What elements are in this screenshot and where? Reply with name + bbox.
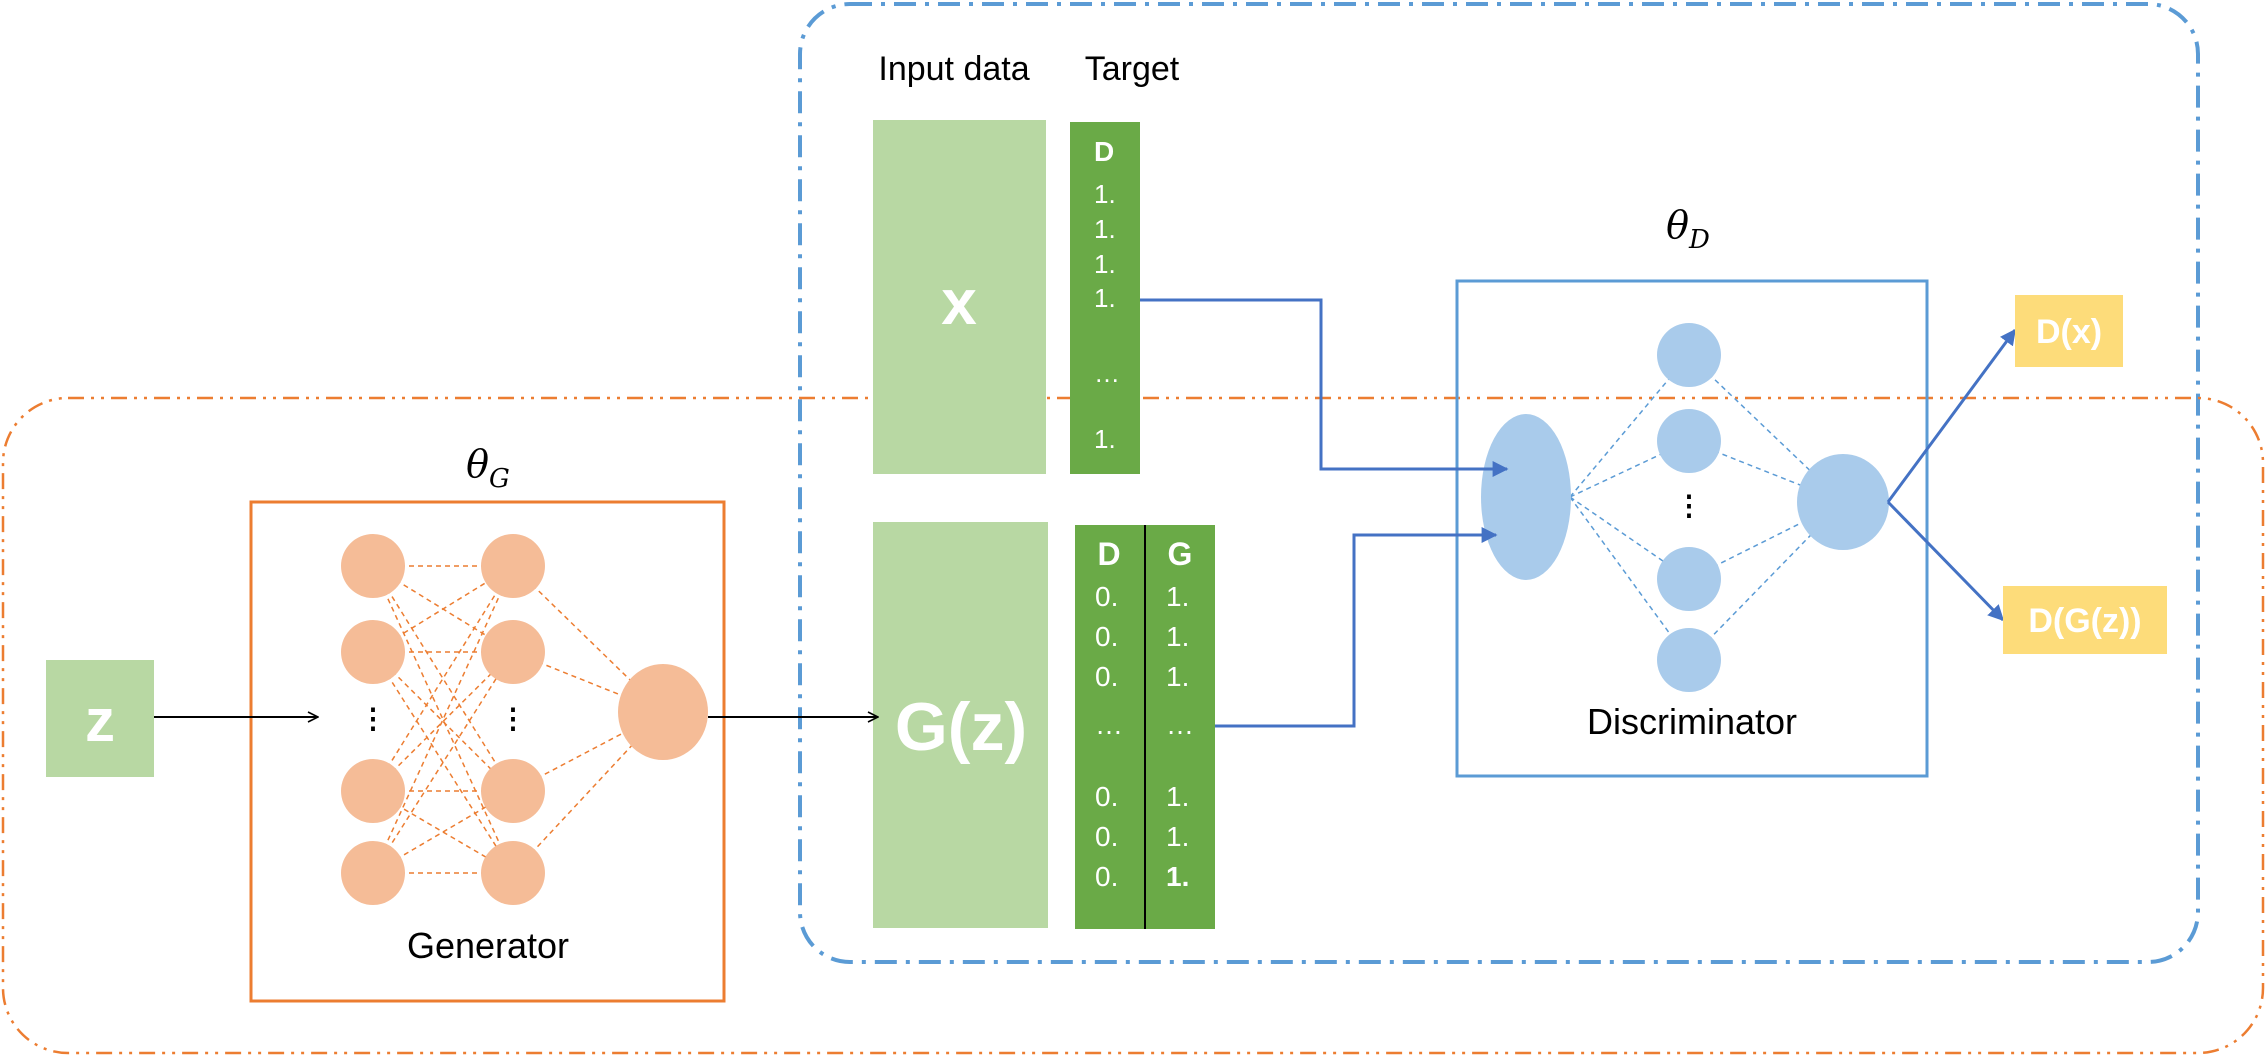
discriminator-group-boundary [798, 2, 2200, 964]
fake-target-d-value: 0. [1095, 581, 1118, 612]
noise-input-block [46, 660, 154, 777]
output-dgz-label: D(G(z)) [2028, 602, 2141, 640]
generator-edge [372, 565, 514, 874]
generator-hidden-neuron [341, 759, 405, 823]
fake-target-values: 0. 0. 0. … 0. 0. 0. 1. 1. 1. … 1. 1. 1. [1095, 581, 1194, 892]
fake-target-g-value: 1. [1166, 781, 1189, 812]
fake-target-g-value: 1. [1166, 661, 1189, 692]
discriminator-label: Discriminator [1587, 701, 1797, 742]
generator-label: Generator [407, 925, 569, 966]
real-target-value: … [1094, 358, 1120, 388]
discriminator-neurons [1481, 323, 1889, 692]
fake-target-g-value: 1. [1166, 581, 1189, 612]
generator-param-label: θG [466, 442, 510, 494]
generator-box [249, 500, 726, 1003]
generator-edge [372, 651, 514, 792]
generator-edge [372, 651, 514, 874]
output-to-dgz-arrow [1886, 500, 2005, 622]
target-header: Target [1085, 50, 1180, 88]
fake-target-g-value: 1. [1166, 821, 1189, 852]
discriminator-hidden-neuron [1657, 323, 1721, 387]
real-target-value: 1. [1094, 179, 1116, 209]
generator-ellipsis-layer2: ⋮ [499, 703, 527, 734]
fake-target-g-value: 1. [1166, 861, 1189, 892]
output-dx-box [2015, 295, 2123, 367]
noise-input-label: z [85, 687, 115, 754]
fake-target-header-d: D [1097, 536, 1120, 572]
generator-edge [372, 651, 514, 792]
discriminator-edge [1569, 496, 1690, 661]
fake-target-g-value: 1. [1166, 621, 1189, 652]
real-target-value: 1. [1094, 249, 1116, 279]
fake-target-g-value: … [1166, 709, 1194, 740]
generator-hidden-neuron [481, 620, 545, 684]
real-target-values: 1. 1. 1. 1. … 1. [1094, 179, 1120, 454]
real-target-column [1070, 122, 1140, 474]
generator-output-neuron [618, 664, 708, 760]
generator-hidden-neuron [481, 841, 545, 905]
fake-target-d-value: 0. [1095, 781, 1118, 812]
input-data-header: Input data [878, 50, 1029, 88]
generator-ellipsis-layer1: ⋮ [359, 703, 387, 734]
generator-edge [372, 565, 514, 874]
discriminator-output-neuron [1797, 454, 1889, 550]
discriminator-input-neuron [1481, 414, 1571, 580]
generator-hidden-neuron [481, 759, 545, 823]
fake-data-label: G(z) [895, 689, 1027, 765]
discriminator-hidden-neuron [1657, 409, 1721, 473]
output-dgz-box [2003, 586, 2167, 654]
real-target-value: 1. [1094, 214, 1116, 244]
generator-edge [372, 565, 514, 792]
generator-neurons [341, 534, 708, 905]
real-target-value: 1. [1094, 424, 1116, 454]
discriminator-ellipsis: ⋮ [1675, 490, 1703, 521]
fake-data-block [873, 522, 1048, 928]
output-dx-label: D(x) [2036, 313, 2102, 351]
real-data-block [873, 120, 1046, 474]
output-to-dx-arrow [1886, 328, 2017, 503]
discriminator-box [1455, 279, 1929, 778]
generator-hidden-neuron [341, 534, 405, 598]
generator-edge [372, 565, 514, 792]
generator-hidden-neuron [341, 841, 405, 905]
fake-target-d-value: … [1095, 709, 1123, 740]
fake-target-d-value: 0. [1095, 861, 1118, 892]
fake-target-d-value: 0. [1095, 661, 1118, 692]
real-to-discriminator-connector [1140, 298, 1509, 477]
real-data-label: x [941, 266, 977, 338]
generator-hidden-neuron [341, 620, 405, 684]
real-target-header: D [1094, 136, 1114, 167]
real-target-value: 1. [1094, 283, 1116, 313]
fake-target-header-g: G [1168, 536, 1193, 572]
fake-to-discriminator-connector [1215, 527, 1498, 728]
discriminator-param-label: θD [1666, 203, 1710, 255]
generator-hidden-neuron [481, 534, 545, 598]
fake-target-d-value: 0. [1095, 821, 1118, 852]
discriminator-hidden-neuron [1657, 628, 1721, 692]
discriminator-hidden-neuron [1657, 547, 1721, 611]
fake-target-d-value: 0. [1095, 621, 1118, 652]
